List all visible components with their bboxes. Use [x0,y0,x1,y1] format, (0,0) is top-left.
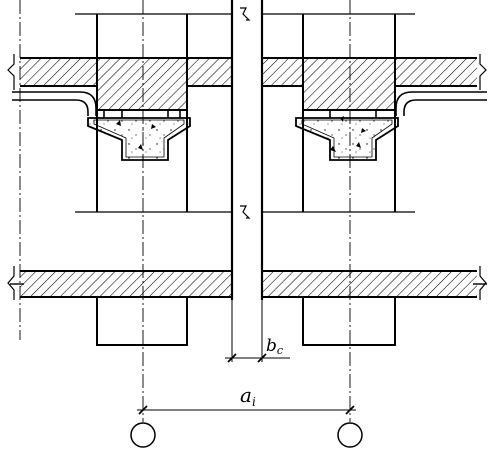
axis-spacing-label: ai [240,383,256,409]
beam-uprights [103,110,377,118]
break-mark-top [240,7,251,21]
center-wall-extension [231,300,263,362]
dimension-axis-spacing [137,405,356,415]
column-left-upper [96,14,188,212]
lower-slab [20,270,477,298]
dimension-joint-gap [225,353,290,363]
gap-label: bc [266,336,283,357]
upper-rebar-right [395,91,487,116]
upper-rebar-left [12,91,97,116]
upper-floor-outline [75,13,415,213]
column-left-lower [96,297,188,346]
column-right-upper [302,14,396,212]
column-right-lower [302,297,396,346]
concrete-aggregate-marks [116,116,366,152]
break-mark-middle [240,205,251,219]
axis-lines [19,0,351,422]
center-wall [230,0,264,300]
axis-spacing-label-sub: i [252,395,256,409]
axis-bubble-right [337,422,363,448]
gap-label-main: b [266,336,277,356]
precast-beam-left [87,117,191,161]
edge-break-marks [7,54,487,300]
axis-bubble-left [130,422,156,448]
axis-spacing-label-main: a [240,383,252,407]
gap-label-sub: c [277,344,283,357]
precast-beam-right [295,117,399,161]
upper-slab [20,57,477,111]
